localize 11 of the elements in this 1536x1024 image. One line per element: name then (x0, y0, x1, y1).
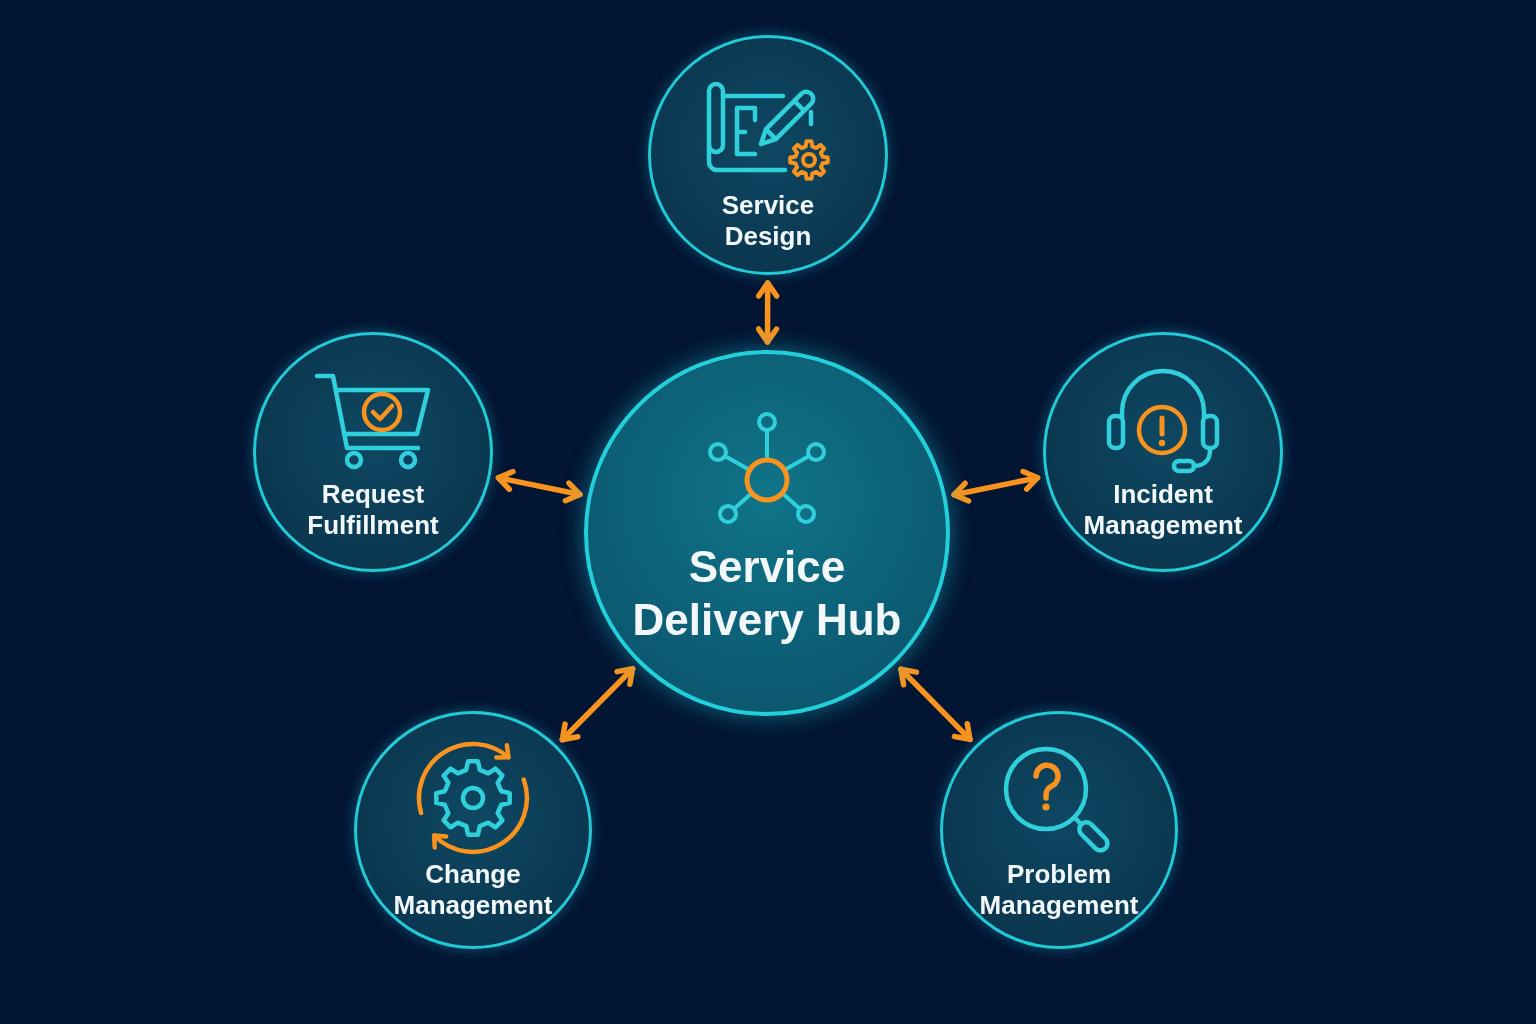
double-arrow (951, 468, 1041, 504)
double-arrow (559, 665, 636, 743)
service-label: Service Design (720, 190, 816, 252)
service-label: Problem Management (978, 859, 1140, 921)
service-label: Incident Management (1082, 479, 1244, 541)
hub-title: Service Delivery Hub (631, 541, 903, 646)
double-arrow (495, 468, 583, 504)
double-arrow (898, 666, 973, 743)
service-label: Request Fulfillment (306, 479, 440, 541)
double-arrow (755, 280, 780, 345)
service-label: Change Management (392, 859, 554, 921)
